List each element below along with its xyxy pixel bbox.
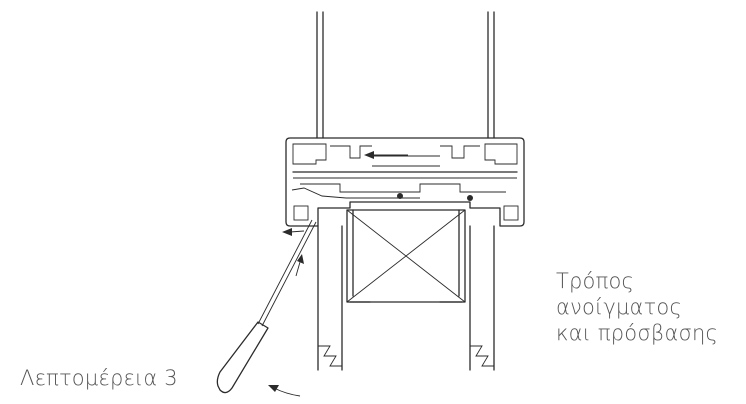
detail-label: Λεπτομέρεια 3 bbox=[20, 366, 178, 390]
arrow-icon bbox=[268, 151, 408, 397]
cross-box bbox=[346, 209, 466, 303]
screwdriver-icon bbox=[216, 219, 317, 394]
caption-line-3: και πρόσβασης bbox=[556, 321, 719, 345]
glass-panes bbox=[316, 11, 495, 139]
caption-line-1: Τρόπος bbox=[556, 269, 635, 293]
frame-profile bbox=[285, 137, 525, 227]
opening-method-caption: Τρόπος ανοίγματος και πρόσβασης bbox=[556, 268, 718, 346]
jambs bbox=[317, 225, 495, 371]
caption-line-2: ανοίγματος bbox=[556, 295, 683, 319]
